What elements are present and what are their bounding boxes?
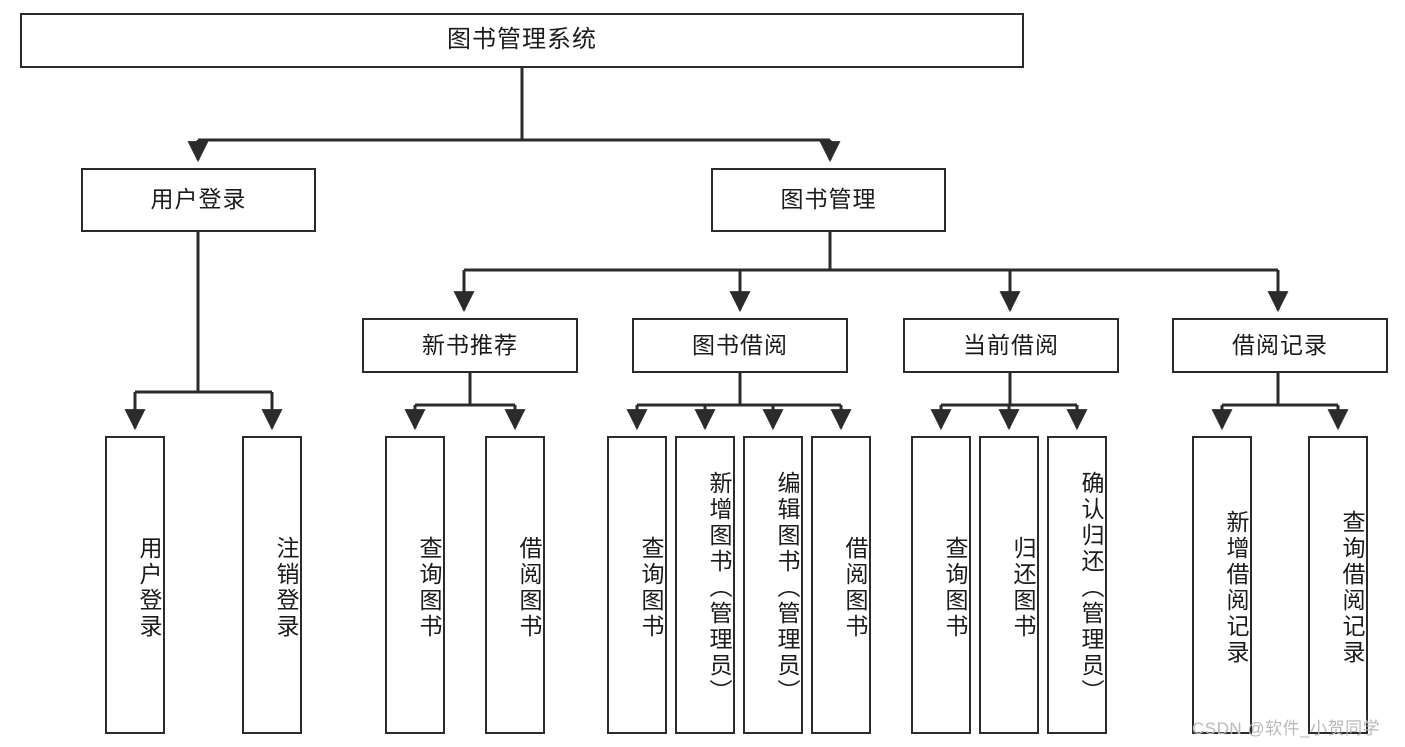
leaf-current-borrow-confirm-return-admin[interactable]: 确认归还（管理员）: [1047, 436, 1107, 734]
leaf-label: 新增图书（管理员）: [706, 471, 732, 705]
leaf-label: 新增借阅记录: [1223, 510, 1249, 666]
leaf-label: 查询借阅记录: [1339, 510, 1365, 666]
leaf-book-borrow-add-book-admin[interactable]: 新增图书（管理员）: [675, 436, 735, 734]
node-borrow-record[interactable]: 借阅记录: [1172, 318, 1388, 373]
csdn-watermark: CSDN @软件_小贺同学: [1192, 719, 1381, 738]
leaf-user-login-login[interactable]: 用户登录: [105, 436, 165, 734]
node-book-manage[interactable]: 图书管理: [711, 168, 946, 232]
leaf-label: 查询图书: [638, 536, 664, 640]
leaf-user-login-logout[interactable]: 注销登录: [242, 436, 302, 734]
leaf-new-book-borrow-book[interactable]: 借阅图书: [485, 436, 545, 734]
node-current-borrow[interactable]: 当前借阅: [903, 318, 1119, 373]
node-user-login[interactable]: 用户登录: [81, 168, 316, 232]
leaf-label: 编辑图书（管理员）: [774, 471, 800, 705]
leaf-book-borrow-borrow-book[interactable]: 借阅图书: [811, 436, 871, 734]
leaf-label: 确认归还（管理员）: [1078, 471, 1104, 705]
leaf-label: 借阅图书: [842, 536, 868, 640]
leaf-label: 查询图书: [942, 536, 968, 640]
leaf-new-book-query-book[interactable]: 查询图书: [385, 436, 445, 734]
leaf-current-borrow-query-book[interactable]: 查询图书: [911, 436, 971, 734]
node-new-book-recommend[interactable]: 新书推荐: [362, 318, 578, 373]
leaf-borrow-record-add-record[interactable]: 新增借阅记录: [1192, 436, 1252, 734]
leaf-label: 用户登录: [136, 536, 162, 640]
leaf-current-borrow-return-book[interactable]: 归还图书: [979, 436, 1039, 734]
leaf-label: 查询图书: [416, 536, 442, 640]
leaf-book-borrow-edit-book-admin[interactable]: 编辑图书（管理员）: [743, 436, 803, 734]
node-book-borrow[interactable]: 图书借阅: [632, 318, 848, 373]
leaf-label: 注销登录: [273, 536, 299, 640]
node-root-system[interactable]: 图书管理系统: [20, 13, 1024, 68]
leaf-borrow-record-query-record[interactable]: 查询借阅记录: [1308, 436, 1368, 734]
leaf-label: 归还图书: [1010, 536, 1036, 640]
leaf-label: 借阅图书: [516, 536, 542, 640]
leaf-book-borrow-query-book[interactable]: 查询图书: [607, 436, 667, 734]
